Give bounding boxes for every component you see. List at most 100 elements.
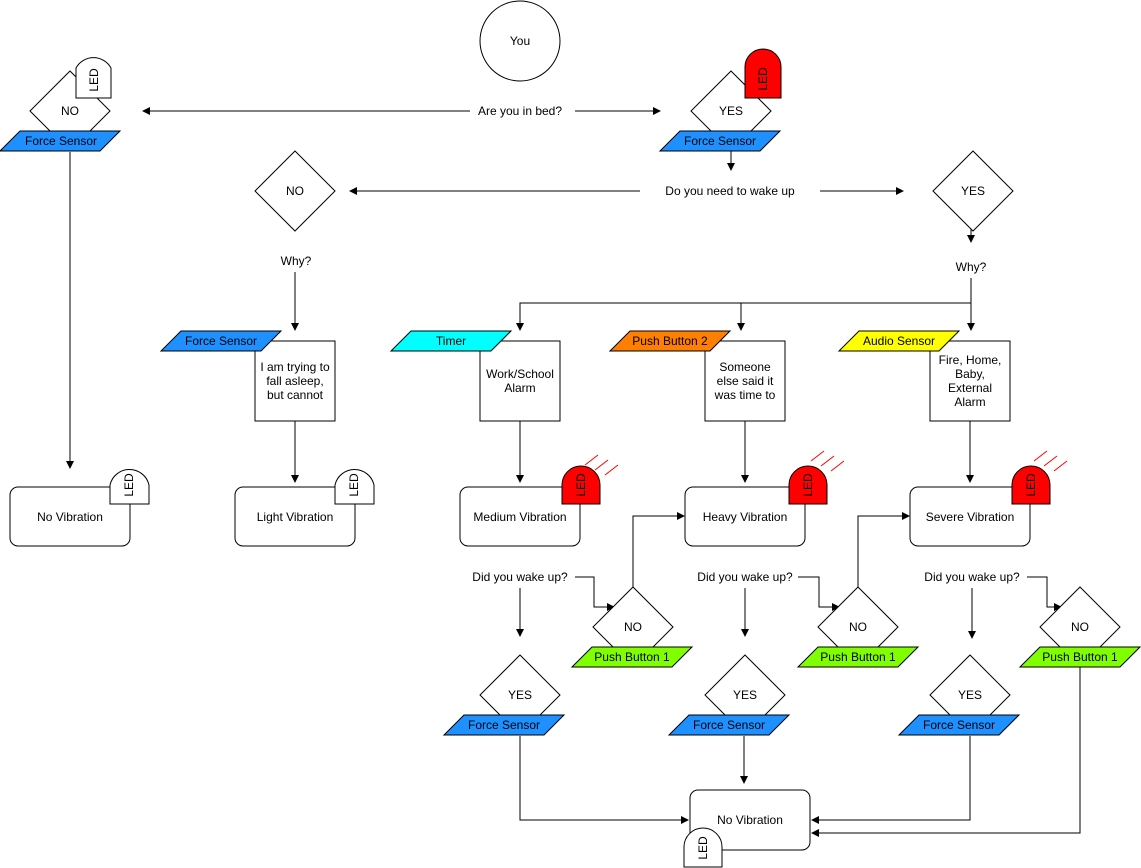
reason-line: Fire, Home, xyxy=(939,353,1002,367)
decision-label: NO xyxy=(61,104,79,118)
led-icon xyxy=(75,57,112,99)
question-in-bed: Are you in bed? xyxy=(478,104,562,118)
edge-woke3-to-no xyxy=(1027,576,1062,611)
decision-label: YES xyxy=(719,104,743,118)
sensor-label: Push Button 1 xyxy=(594,650,670,664)
edge-medium-no-to-heavy xyxy=(632,512,685,587)
led-icon xyxy=(109,469,150,505)
reason-line: was time to xyxy=(714,388,776,402)
decision-wake-yes: YES xyxy=(932,150,1014,232)
decision-label: YES xyxy=(733,688,757,702)
edge-severe-no-to-novib xyxy=(811,666,1081,837)
sensor-heavy-yes: Force Sensor xyxy=(667,714,791,736)
decision-wake-no: NO xyxy=(254,150,336,232)
label-bg-in-bed xyxy=(470,101,575,121)
edge-woke1-to-no xyxy=(575,576,615,611)
edge-heavy-no-to-severe xyxy=(857,512,910,587)
reason-line: Alarm xyxy=(504,381,535,395)
reason-line: Alarm xyxy=(954,395,985,409)
led-label: LED xyxy=(347,473,361,497)
outcome-label: No Vibration xyxy=(717,813,783,827)
reason-line: Someone xyxy=(719,360,771,374)
led-label: LED xyxy=(87,68,101,92)
sensor-severe-no: Push Button 1 xyxy=(1018,646,1141,668)
led-icon xyxy=(788,465,828,505)
decision-label: YES xyxy=(961,184,985,198)
led-label: LED xyxy=(122,473,136,497)
reason-line: fall asleep, xyxy=(266,374,323,388)
outcome-label: Medium Vibration xyxy=(473,510,566,524)
reason-fire: Fire, Home, Baby, External Alarm xyxy=(929,340,1011,422)
reason-someone: Someone else said it was time to xyxy=(704,340,786,422)
reason-line: else said it xyxy=(717,374,774,388)
decision-label: NO xyxy=(286,184,304,198)
led-icon xyxy=(683,827,723,868)
decision-label: NO xyxy=(849,620,867,634)
sensor-label: Push Button 1 xyxy=(1042,650,1118,664)
led-no-vibration-left: LED xyxy=(109,469,150,505)
sensor-label: Audio Sensor xyxy=(863,334,935,348)
decision-label: YES xyxy=(958,688,982,702)
sensor-label: Timer xyxy=(436,334,466,348)
reason-line: I am trying to xyxy=(260,360,330,374)
led-bed-yes: LED xyxy=(744,48,782,99)
start-label: You xyxy=(510,34,530,48)
led-icon xyxy=(334,469,375,505)
outcome-label: No Vibration xyxy=(37,510,103,524)
sensor-timer: Timer xyxy=(389,330,513,352)
question-woke-2: Did you wake up? xyxy=(697,570,793,584)
question-wake-up: Do you need to wake up xyxy=(665,184,795,198)
led-no-vibration-bottom: LED xyxy=(683,827,723,868)
outcome-medium: Medium Vibration xyxy=(459,486,581,547)
start-node: You xyxy=(479,0,561,82)
sensor-label: Push Button 2 xyxy=(632,334,708,348)
sensor-bed-no: Force Sensor xyxy=(0,130,122,152)
edge-why-yes-branch xyxy=(516,278,972,331)
led-icon xyxy=(1011,465,1051,505)
vibration-marks-icon xyxy=(584,454,619,476)
sensor-label: Force Sensor xyxy=(923,718,995,732)
outcome-label: Light Vibration xyxy=(257,510,334,524)
outcome-no-vibration-left: No Vibration xyxy=(9,486,131,547)
reason-work: Work/School Alarm xyxy=(479,340,561,422)
sensor-label: Force Sensor xyxy=(684,134,756,148)
sensor-label: Push Button 1 xyxy=(820,650,896,664)
edge-medium-yes-to-novib xyxy=(519,736,689,824)
sensor-label: Force Sensor xyxy=(25,134,97,148)
question-woke-3: Did you wake up? xyxy=(924,570,1020,584)
sensor-sleep: Force Sensor xyxy=(159,330,283,352)
reason-line: Baby, xyxy=(955,367,985,381)
decision-label: NO xyxy=(624,620,642,634)
led-label: LED xyxy=(801,473,815,497)
sensor-medium-yes: Force Sensor xyxy=(442,714,566,736)
outcome-heavy: Heavy Vibration xyxy=(684,486,806,547)
vibration-marks-icon xyxy=(810,450,845,472)
sensor-severe-yes: Force Sensor xyxy=(897,714,1021,736)
led-label: LED xyxy=(756,67,770,91)
sensor-push-button-2: Push Button 2 xyxy=(608,330,732,352)
outcome-no-vibration-bottom: No Vibration xyxy=(689,789,811,851)
led-light: LED xyxy=(334,469,375,505)
sensor-heavy-no: Push Button 1 xyxy=(796,646,920,668)
outcome-severe: Severe Vibration xyxy=(909,486,1031,547)
led-label: LED xyxy=(1024,473,1038,497)
led-label: LED xyxy=(574,473,588,497)
outcome-label: Severe Vibration xyxy=(926,510,1015,524)
sensor-audio: Audio Sensor xyxy=(837,330,961,352)
led-icon xyxy=(744,48,782,99)
edge-woke2-to-no xyxy=(798,576,840,611)
edge-severe-yes-to-novib xyxy=(811,736,971,824)
led-medium: LED xyxy=(561,454,619,505)
sensor-label: Force Sensor xyxy=(185,334,257,348)
reason-sleep: I am trying to fall asleep, but cannot xyxy=(254,340,336,422)
question-why-no: Why? xyxy=(281,254,312,268)
sensor-medium-no: Push Button 1 xyxy=(570,646,694,668)
reason-line: External xyxy=(948,381,992,395)
vibration-marks-icon xyxy=(1033,450,1068,472)
question-why-yes: Why? xyxy=(956,260,987,274)
outcome-label: Heavy Vibration xyxy=(703,510,788,524)
decision-label: NO xyxy=(1071,620,1089,634)
sensor-label: Force Sensor xyxy=(468,718,540,732)
led-label: LED xyxy=(696,836,710,860)
